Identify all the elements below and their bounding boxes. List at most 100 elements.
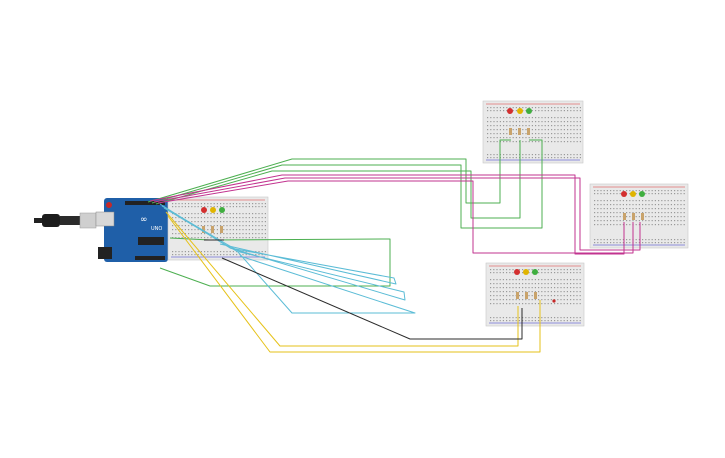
breadboard-hole[interactable] [515, 141, 517, 143]
breadboard-hole[interactable] [226, 251, 228, 253]
breadboard-hole[interactable] [560, 283, 562, 285]
breadboard-hole[interactable] [645, 239, 647, 241]
breadboard-hole[interactable] [181, 213, 183, 215]
breadboard-hole[interactable] [576, 125, 578, 127]
breadboard-hole[interactable] [506, 117, 508, 119]
breadboard-hole[interactable] [610, 208, 612, 210]
breadboard-hole[interactable] [519, 125, 521, 127]
breadboard-hole[interactable] [493, 287, 495, 289]
breadboard-hole[interactable] [515, 303, 517, 305]
breadboard-hole[interactable] [651, 190, 653, 192]
breadboard-hole[interactable] [226, 237, 228, 239]
breadboard-hole[interactable] [210, 225, 212, 227]
breadboard-hole[interactable] [567, 107, 569, 109]
breadboard-hole[interactable] [515, 121, 517, 123]
breadboard-hole[interactable] [570, 272, 572, 274]
resistor-icon[interactable] [623, 213, 626, 220]
breadboard-hole[interactable] [528, 154, 530, 156]
breadboard-hole[interactable] [538, 317, 540, 319]
breadboard-hole[interactable] [667, 212, 669, 214]
breadboard-hole[interactable] [502, 303, 504, 305]
breadboard-hole[interactable] [216, 217, 218, 219]
breadboard-hole[interactable] [550, 291, 552, 293]
breadboard-hole[interactable] [487, 137, 489, 139]
breadboard-hole[interactable] [197, 254, 199, 256]
breadboard-hole[interactable] [566, 295, 568, 297]
breadboard-hole[interactable] [541, 287, 543, 289]
breadboard-hole[interactable] [551, 117, 553, 119]
breadboard-hole[interactable] [613, 224, 615, 226]
breadboard-hole[interactable] [245, 229, 247, 231]
resistor-icon[interactable] [202, 226, 205, 233]
breadboard-hole[interactable] [496, 299, 498, 301]
breadboard-hole[interactable] [184, 221, 186, 223]
breadboard-hole[interactable] [594, 190, 596, 192]
breadboard-hole[interactable] [515, 291, 517, 293]
breadboard-hole[interactable] [216, 206, 218, 208]
led-red-icon[interactable] [201, 207, 207, 213]
breadboard-hole[interactable] [258, 225, 260, 227]
breadboard-hole[interactable] [557, 121, 559, 123]
breadboard-hole[interactable] [204, 221, 206, 223]
breadboard-hole[interactable] [175, 237, 177, 239]
breadboard-hole[interactable] [610, 200, 612, 202]
breadboard-hole[interactable] [573, 317, 575, 319]
breadboard-hole[interactable] [506, 154, 508, 156]
breadboard-hole[interactable] [496, 283, 498, 285]
breadboard-hole[interactable] [557, 303, 559, 305]
breadboard-hole[interactable] [515, 283, 517, 285]
breadboard-hole[interactable] [245, 213, 247, 215]
breadboard-hole[interactable] [535, 137, 537, 139]
breadboard-hole[interactable] [232, 233, 234, 235]
breadboard-hole[interactable] [506, 303, 508, 305]
breadboard-hole[interactable] [547, 287, 549, 289]
breadboard-hole[interactable] [573, 287, 575, 289]
breadboard-hole[interactable] [547, 154, 549, 156]
breadboard-hole[interactable] [619, 242, 621, 244]
breadboard-hole[interactable] [560, 129, 562, 131]
breadboard-hole[interactable] [531, 299, 533, 301]
breadboard-hole[interactable] [512, 279, 514, 281]
breadboard-hole[interactable] [610, 193, 612, 195]
breadboard-hole[interactable] [622, 208, 624, 210]
breadboard-hole[interactable] [535, 157, 537, 159]
breadboard-hole[interactable] [181, 229, 183, 231]
breadboard-hole[interactable] [525, 133, 527, 135]
breadboard-hole[interactable] [229, 251, 231, 253]
breadboard-hole[interactable] [670, 208, 672, 210]
breadboard-hole[interactable] [493, 303, 495, 305]
breadboard-hole[interactable] [557, 272, 559, 274]
breadboard-hole[interactable] [661, 239, 663, 241]
breadboard-hole[interactable] [223, 254, 225, 256]
breadboard-hole[interactable] [538, 133, 540, 135]
breadboard-hole[interactable] [194, 217, 196, 219]
breadboard-hole[interactable] [229, 217, 231, 219]
breadboard-hole[interactable] [680, 212, 682, 214]
breadboard-hole[interactable] [223, 221, 225, 223]
breadboard-hole[interactable] [248, 203, 250, 205]
breadboard-hole[interactable] [683, 239, 685, 241]
led-yellow-icon[interactable] [210, 207, 216, 213]
breadboard-hole[interactable] [490, 287, 492, 289]
breadboard-hole[interactable] [522, 107, 524, 109]
resistor-icon[interactable] [534, 292, 537, 299]
breadboard-hole[interactable] [191, 237, 193, 239]
breadboard-hole[interactable] [576, 299, 578, 301]
breadboard-hole[interactable] [554, 129, 556, 131]
breadboard-hole[interactable] [642, 242, 644, 244]
breadboard-hole[interactable] [573, 272, 575, 274]
breadboard-hole[interactable] [622, 224, 624, 226]
breadboard-hole[interactable] [509, 272, 511, 274]
breadboard-hole[interactable] [522, 157, 524, 159]
breadboard-hole[interactable] [573, 279, 575, 281]
breadboard-hole[interactable] [188, 254, 190, 256]
breadboard-hole[interactable] [560, 303, 562, 305]
breadboard-hole[interactable] [670, 190, 672, 192]
breadboard-hole[interactable] [223, 229, 225, 231]
breadboard-hole[interactable] [632, 200, 634, 202]
breadboard-hole[interactable] [522, 303, 524, 305]
breadboard-hole[interactable] [515, 287, 517, 289]
breadboard-hole[interactable] [232, 251, 234, 253]
breadboard-hole[interactable] [658, 242, 660, 244]
